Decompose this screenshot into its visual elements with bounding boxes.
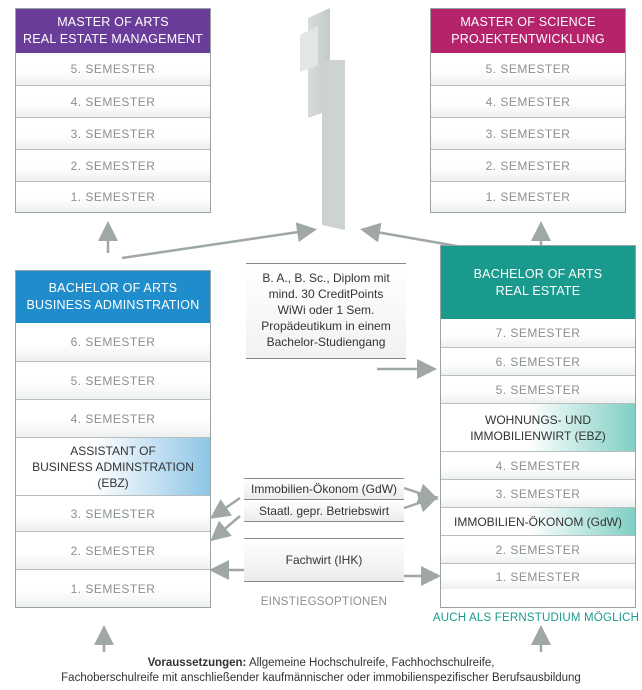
arrow-diag-left (121, 222, 317, 260)
option-immobilien-oekonom: Immobilien-Ökonom (GdW) (244, 478, 404, 500)
arrow-opt1-left (209, 496, 241, 519)
bachelor-right-header: BACHELOR OF ARTS REAL ESTATE (441, 246, 635, 319)
master-left-title-line1: MASTER OF ARTS (57, 15, 169, 29)
arrow-opt1-right (403, 483, 439, 503)
option1-label: Immobilien-Ökonom (GdW) (250, 482, 398, 496)
bachelor-right-semester-3: 3. SEMESTER (441, 479, 635, 507)
entry-line2: mind. 30 CreditPoints (268, 287, 384, 301)
entry-requirements-master-text: B. A., B. Sc., Diplom mit mind. 30 Credi… (246, 263, 406, 359)
einstiegsoptionen-label: EINSTIEGSOPTIONEN (260, 596, 388, 608)
master-right-semester-3: 3. SEMESTER (431, 117, 625, 149)
master-right-header: MASTER OF SCIENCE PROJEKTENTWICKLUNG (431, 9, 625, 53)
bachelor-business-administration-card: BACHELOR OF ARTS BUSINESS ADMINSTRATION … (15, 270, 211, 608)
master-right-semester-1: 1. SEMESTER (431, 181, 625, 212)
master-left-semester-5: 5. SEMESTER (16, 53, 210, 85)
entry-line4: Propädeutikum in einem (261, 319, 391, 333)
arrow-opt2-left (210, 515, 241, 542)
bachelor-right-semester-5: 5. SEMESTER (441, 375, 635, 403)
assistant-line2: BUSINESS ADMINSTRATION (EBZ) (32, 459, 194, 490)
wohnungs-line1: WOHNUNGS- UND (485, 412, 591, 427)
footer-label: Voraussetzungen: (147, 657, 247, 669)
bachelor-right-semester-4: 4. SEMESTER (441, 451, 635, 479)
master-left-semester-1: 1. SEMESTER (16, 181, 210, 212)
bachelor-right-title-line2: REAL ESTATE (495, 283, 581, 298)
entry-line1: B. A., B. Sc., Diplom mit (262, 271, 390, 285)
footer-requirements: Voraussetzungen: Allgemeine Hochschulrei… (0, 656, 642, 686)
option2-label: Staatl. gepr. Betriebswirt (258, 503, 390, 518)
footer-line2: Fachoberschulreife mit anschließender ka… (61, 672, 581, 684)
master-real-estate-management-card: MASTER OF ARTS REAL ESTATE MANAGEMENT 5.… (15, 8, 211, 213)
assistant-business-administration-box: ASSISTANT OF BUSINESS ADMINSTRATION (EBZ… (16, 437, 210, 495)
arrow-opt2-right (403, 493, 439, 513)
bachelor-left-semester-4: 4. SEMESTER (16, 399, 210, 437)
bachelor-right-title-line1: BACHELOR OF ARTS (473, 266, 603, 281)
master-left-semester-3: 3. SEMESTER (16, 117, 210, 149)
bachelor-left-header: BACHELOR OF ARTS BUSINESS ADMINSTRATION (16, 271, 210, 323)
option-staatl-betriebswirt: Staatl. gepr. Betriebswirt (244, 500, 404, 522)
bachelor-left-semester-2: 2. SEMESTER (16, 531, 210, 569)
oekonom-label: IMMOBILIEN-ÖKONOM (GdW) (454, 514, 622, 529)
option3-label: Fachwirt (IHK) (285, 553, 363, 567)
master-right-title-line2: PROJEKTENTWICKLUNG (451, 32, 605, 46)
bachelor-real-estate-card: BACHELOR OF ARTS REAL ESTATE 7. SEMESTER… (440, 245, 636, 608)
master-projektentwicklung-card: MASTER OF SCIENCE PROJEKTENTWICKLUNG 5. … (430, 8, 626, 213)
master-right-title-line1: MASTER OF SCIENCE (460, 15, 596, 29)
master-right-semester-2: 2. SEMESTER (431, 149, 625, 181)
bachelor-right-semester-2: 2. SEMESTER (441, 535, 635, 563)
master-left-semester-4: 4. SEMESTER (16, 85, 210, 117)
entry-line5: Bachelor-Studiengang (266, 335, 386, 349)
footer-line1: Voraussetzungen: Allgemeine Hochschulrei… (0, 656, 642, 671)
bachelor-left-semester-3: 3. SEMESTER (16, 495, 210, 531)
bachelor-right-semester-1: 1. SEMESTER (441, 563, 635, 589)
immobilien-oekonom-box: IMMOBILIEN-ÖKONOM (GdW) (441, 507, 635, 535)
bachelor-left-title-line1: BACHELOR OF ARTS (48, 281, 178, 295)
master-left-header: MASTER OF ARTS REAL ESTATE MANAGEMENT (16, 9, 210, 53)
master-right-semester-4: 4. SEMESTER (431, 85, 625, 117)
master-left-semester-2: 2. SEMESTER (16, 149, 210, 181)
bachelor-left-semester-6: 6. SEMESTER (16, 323, 210, 361)
bachelor-right-semester-6: 6. SEMESTER (441, 347, 635, 375)
building-silhouette (300, 8, 345, 230)
bachelor-left-title-line2: BUSINESS ADMINSTRATION (26, 298, 200, 312)
bachelor-right-semester-7: 7. SEMESTER (441, 319, 635, 347)
master-right-semester-5: 5. SEMESTER (431, 53, 625, 85)
master-left-title-line2: REAL ESTATE MANAGEMENT (23, 32, 203, 46)
footer-line1-text: Allgemeine Hochschulreife, Fachhochschul… (246, 657, 495, 669)
fernstudium-note: AUCH ALS FERNSTUDIUM MÖGLICH (432, 612, 640, 624)
bachelor-left-semester-5: 5. SEMESTER (16, 361, 210, 399)
option-fachwirt: Fachwirt (IHK) (244, 538, 404, 582)
wohnungs-immobilienwirt-box: WOHNUNGS- UND IMMOBILIENWIRT (EBZ) (441, 403, 635, 451)
assistant-line1: ASSISTANT OF (70, 443, 156, 458)
entry-line3: WiWi oder 1 Sem. (277, 303, 375, 317)
wohnungs-line2: IMMOBILIENWIRT (EBZ) (470, 428, 606, 443)
bachelor-left-semester-1: 1. SEMESTER (16, 569, 210, 607)
